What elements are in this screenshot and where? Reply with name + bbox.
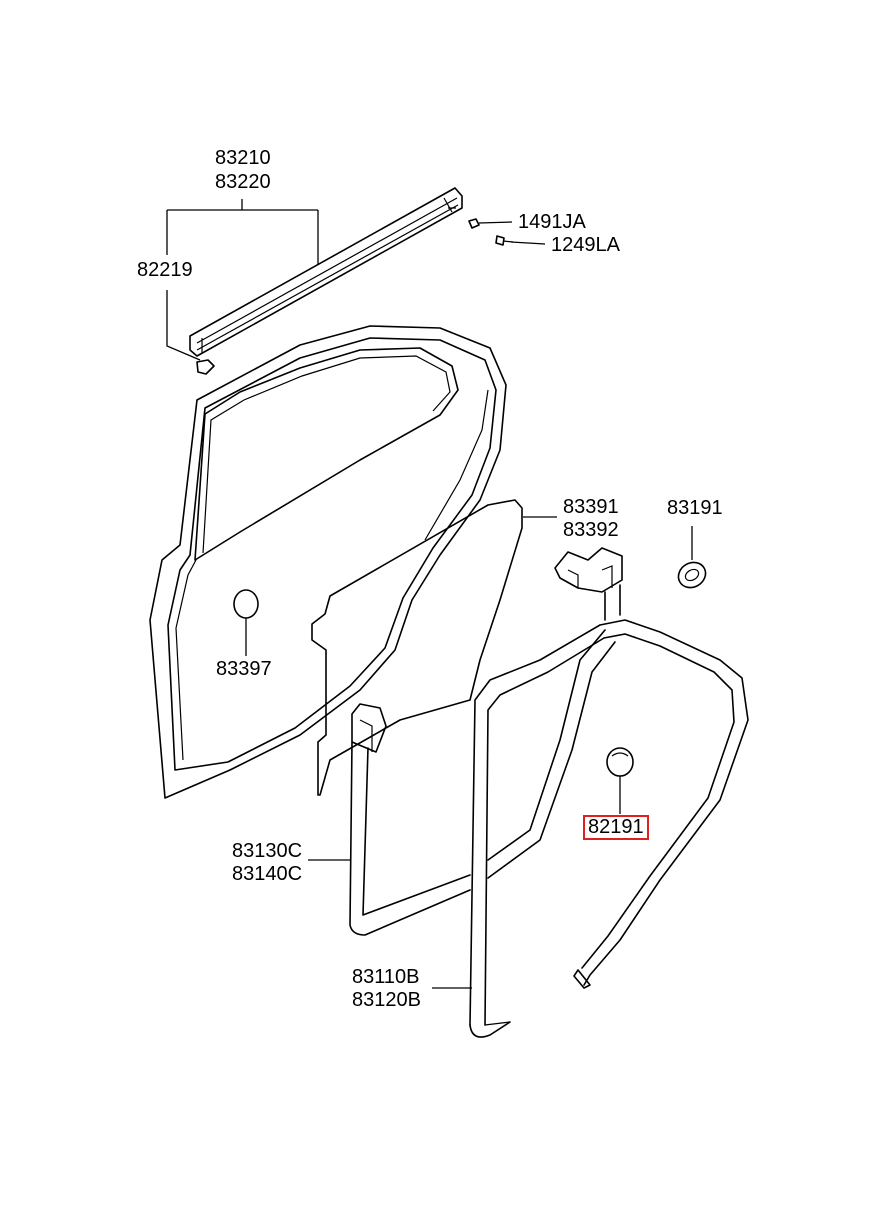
- grommet-83191: [677, 561, 707, 589]
- plug-82191: [606, 747, 634, 777]
- label-83130c: 83130C: [232, 840, 303, 862]
- label-83140c: 83140C: [232, 863, 303, 885]
- label-83210: 83210: [215, 147, 271, 169]
- seal-bracket: [554, 547, 623, 621]
- label-82219: 82219: [137, 259, 193, 281]
- label-1249la: 1249LA: [551, 234, 620, 256]
- label-83191: 83191: [667, 497, 723, 519]
- label-83220: 83220: [215, 171, 271, 193]
- label-83397: 83397: [216, 658, 272, 680]
- label-1491ja: 1491JA: [518, 211, 586, 233]
- lower-weatherstrip: [349, 703, 471, 936]
- label-82191-highlighted: 82191: [583, 815, 649, 840]
- waterproof-sheet: [311, 499, 523, 796]
- screw-1249la: [495, 235, 514, 246]
- label-83120b: 83120B: [352, 989, 421, 1011]
- belt-weatherstrip: [189, 187, 463, 357]
- plug-83397: [233, 589, 259, 619]
- door-weatherstrip: [469, 619, 749, 1038]
- screw-1491ja: [468, 218, 480, 229]
- label-83391: 83391: [563, 496, 619, 518]
- clip-82219: [196, 359, 215, 375]
- label-83392: 83392: [563, 519, 619, 541]
- leader-lines: [166, 199, 693, 989]
- label-83110b: 83110B: [352, 966, 420, 988]
- rear-door-panel: [149, 325, 507, 799]
